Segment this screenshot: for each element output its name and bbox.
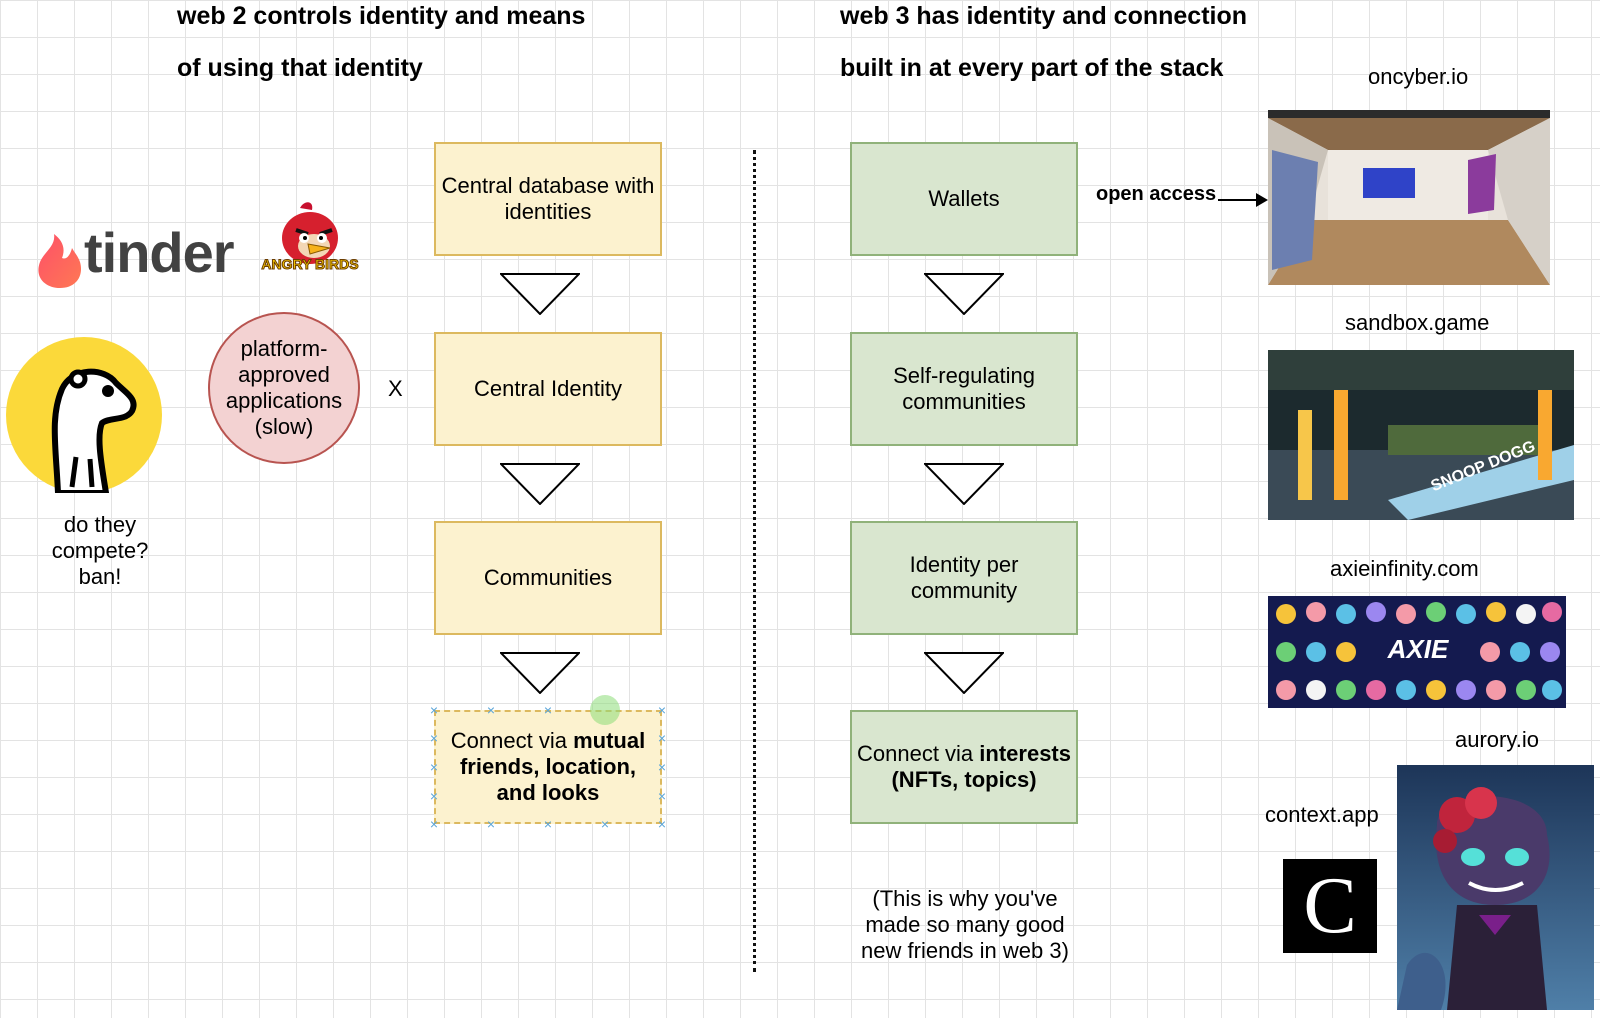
rotate-handle[interactable] xyxy=(590,695,620,725)
sandbox-scene-image xyxy=(1268,350,1574,520)
web3-title-line2: built in at every part of the stack xyxy=(840,54,1224,82)
arrow-down-triangle-3 xyxy=(500,652,580,694)
meerkat-logo xyxy=(6,337,162,496)
arrow-right-icon xyxy=(1218,193,1268,207)
compete-line1: do they xyxy=(63,512,137,537)
dotted-divider xyxy=(753,150,756,972)
axie-creatures-image xyxy=(1268,596,1566,708)
angry-birds-wordmark: ANGRY BIRDS xyxy=(261,256,359,273)
context-app-logo[interactable]: C xyxy=(1283,859,1377,953)
tinder-wordmark: tinder xyxy=(84,221,235,284)
web2-title-line1: web 2 controls identity and means xyxy=(177,2,586,30)
communities-box[interactable]: Communities xyxy=(434,521,662,635)
identity-per-community-box[interactable]: Identity per community xyxy=(850,521,1078,635)
aurory-creature-image xyxy=(1397,765,1594,1010)
connect-web2-box[interactable]: Connect via mutual friends, location, an… xyxy=(434,710,662,824)
connect-web3-box[interactable]: Connect via interests (NFTs, topics) xyxy=(850,710,1078,824)
meerkat-icon xyxy=(6,337,162,496)
web2-title-line2: of using that identity xyxy=(177,54,423,82)
oncyber-label: oncyber.io xyxy=(1368,64,1469,89)
angry-birds-logo: ANGRY BIRDS xyxy=(261,200,359,280)
aurory-label: aurory.io xyxy=(1455,727,1539,752)
web3-title-line1: web 3 has identity and connection xyxy=(840,2,1248,30)
axie-label: axieinfinity.com xyxy=(1330,556,1479,581)
arrow-down-triangle-1 xyxy=(500,273,580,315)
platform-approved-circle[interactable]: platform-approved applications (slow) xyxy=(208,312,360,464)
web3-footnote: (This is why you've made so many good ne… xyxy=(861,886,1069,963)
x-mark: X xyxy=(388,376,403,401)
central-database-box[interactable]: Central database with identities xyxy=(434,142,662,256)
axie-logo: AXIE xyxy=(1387,634,1449,664)
compete-line3: ban! xyxy=(78,564,122,589)
connect-web3-text: Connect via interests (NFTs, topics) xyxy=(856,741,1071,792)
angry-bird-icon xyxy=(282,202,338,264)
aurory-character-image[interactable] xyxy=(1397,765,1594,1010)
compete-line2: compete? xyxy=(51,538,149,563)
context-label: context.app xyxy=(1265,802,1379,827)
axie-screenshot[interactable]: AXIE xyxy=(1268,596,1566,708)
arrow-down-triangle-5 xyxy=(924,463,1004,505)
arrow-down-triangle-6 xyxy=(924,652,1004,694)
connect-web2-text: Connect via mutual friends, location, an… xyxy=(450,728,646,805)
arrow-down-triangle-4 xyxy=(924,273,1004,315)
arrow-down-triangle-2 xyxy=(500,463,580,505)
open-access-label: open access xyxy=(1096,183,1217,205)
central-identity-box[interactable]: Central Identity xyxy=(434,332,662,446)
self-regulating-box[interactable]: Self-regulating communities xyxy=(850,332,1078,446)
gallery-room-image xyxy=(1268,110,1550,285)
flame-icon xyxy=(38,234,82,288)
wallets-box[interactable]: Wallets xyxy=(850,142,1078,256)
compete-text: do they compete? ban! xyxy=(30,512,170,590)
context-c-glyph: C xyxy=(1303,862,1357,950)
sandbox-screenshot[interactable]: SNOOP DOGG xyxy=(1268,350,1574,520)
sandbox-label: sandbox.game xyxy=(1345,310,1490,335)
oncyber-screenshot[interactable] xyxy=(1268,110,1550,285)
